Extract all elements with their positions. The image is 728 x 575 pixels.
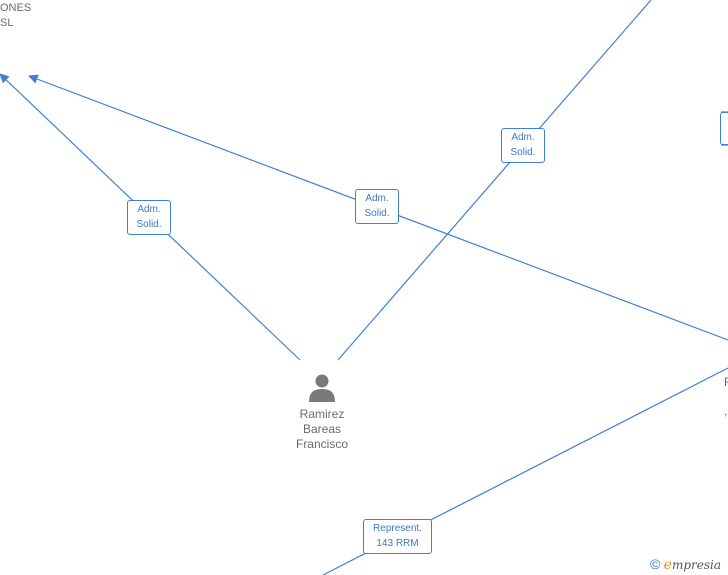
edge-label-line2: Solid. xyxy=(136,219,162,230)
person-name-middle: Bareas xyxy=(302,422,342,436)
person-icon xyxy=(309,374,335,402)
right-node-fragment: F xyxy=(724,375,728,389)
edge-label-line1: Represent. xyxy=(373,523,422,534)
edge-label-adm-solid-center[interactable]: Adm. Solid. xyxy=(355,189,399,224)
edge-label-line1: Adm. xyxy=(511,132,535,143)
edge-label-line2: Solid. xyxy=(364,208,390,219)
right-node-fragment-2: , xyxy=(724,404,728,418)
logo-e: e xyxy=(663,557,672,573)
edge-label-line2: Solid. xyxy=(510,147,536,158)
logo-wordmark: mpresia xyxy=(671,558,722,572)
person-node[interactable]: Ramirez Bareas Francisco xyxy=(281,372,363,452)
empresia-logo: © empresia xyxy=(650,554,721,574)
company-name-line1: ONES xyxy=(0,2,32,14)
edge-label-partial-right[interactable] xyxy=(720,112,728,145)
edge-label-adm-solid-left[interactable]: Adm. Solid. xyxy=(127,200,171,235)
company-top-left[interactable]: ONES SL xyxy=(0,1,31,31)
person-name-first: Ramirez xyxy=(299,407,345,421)
edge-label-line1: Adm. xyxy=(137,204,161,215)
edge-label-adm-solid-upper[interactable]: Adm. Solid. xyxy=(501,128,545,163)
edge-person-to-top-right xyxy=(337,0,652,361)
person-name-last: Francisco xyxy=(295,437,348,451)
edge-label-line1: Adm. xyxy=(365,193,389,204)
copyright-icon: © xyxy=(650,556,661,572)
edge-label-line2: 143 RRM xyxy=(376,538,419,549)
company-name-line2: SL xyxy=(0,17,14,29)
edge-label-represent[interactable]: Represent. 143 RRM xyxy=(363,519,432,554)
